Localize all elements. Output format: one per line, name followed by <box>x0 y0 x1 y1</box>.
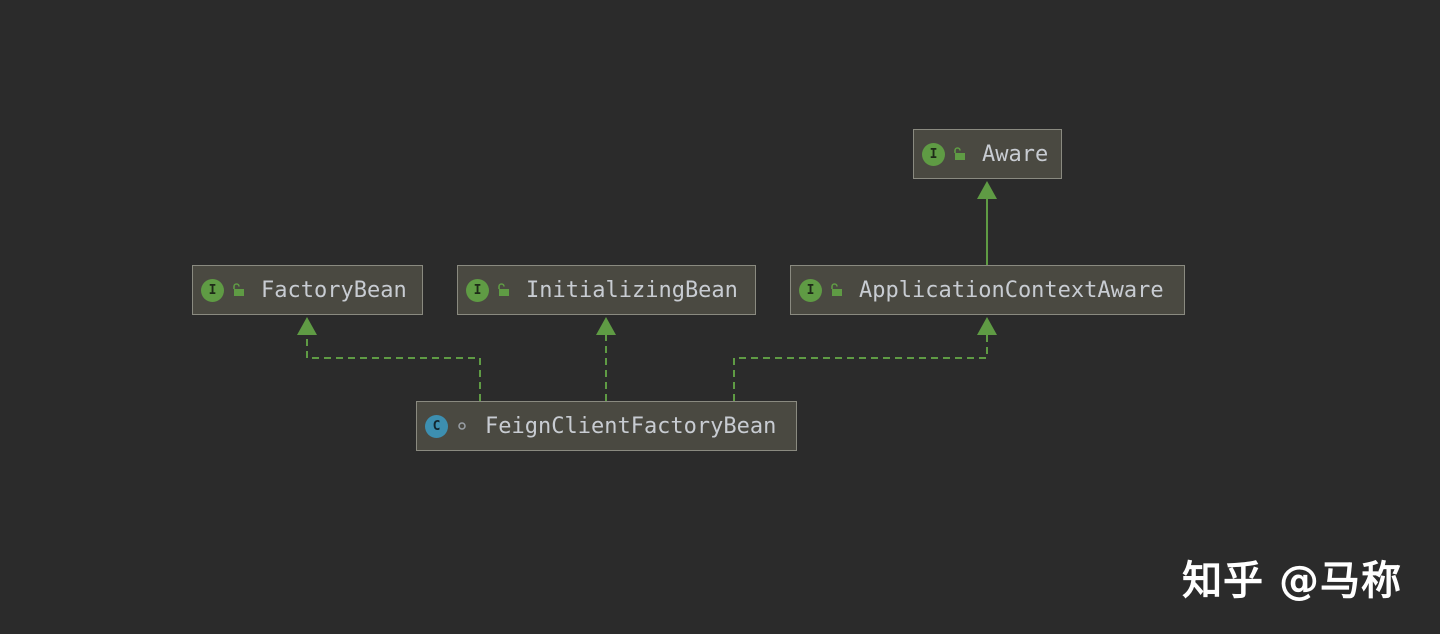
unlock-icon <box>830 283 842 297</box>
node-label: FeignClientFactoryBean <box>485 413 777 439</box>
arrowhead <box>596 317 616 335</box>
edge-application-context-aware-to-aware <box>977 181 997 265</box>
edge-feign-to-factory-bean <box>297 317 481 401</box>
edge-feign-to-application-context-aware <box>733 317 997 401</box>
arrowhead <box>977 317 997 335</box>
unlock-icon <box>232 283 244 297</box>
node-initializing-bean[interactable]: I InitializingBean <box>457 265 756 315</box>
node-label: ApplicationContextAware <box>859 277 1164 303</box>
class-icon: C <box>425 414 448 438</box>
node-aware[interactable]: I Aware <box>913 129 1062 179</box>
unlock-icon <box>497 283 509 297</box>
node-label: InitializingBean <box>526 277 738 303</box>
watermark: 知乎 @马称 <box>1182 558 1402 604</box>
interface-icon: I <box>466 278 489 302</box>
dot-icon <box>456 419 468 433</box>
unlock-icon <box>953 147 965 161</box>
node-label: Aware <box>982 141 1049 167</box>
arrowhead <box>977 181 997 199</box>
interface-icon: I <box>201 278 224 302</box>
interface-icon: I <box>922 142 945 166</box>
node-application-context-aware[interactable]: I ApplicationContextAware <box>790 265 1185 315</box>
interface-icon: I <box>799 278 822 302</box>
node-label: FactoryBean <box>261 277 407 303</box>
node-feign-client-factory-bean[interactable]: C FeignClientFactoryBean <box>416 401 797 451</box>
arrowhead <box>297 317 317 335</box>
node-factory-bean[interactable]: I FactoryBean <box>192 265 423 315</box>
edge-feign-to-initializing-bean <box>596 317 616 401</box>
